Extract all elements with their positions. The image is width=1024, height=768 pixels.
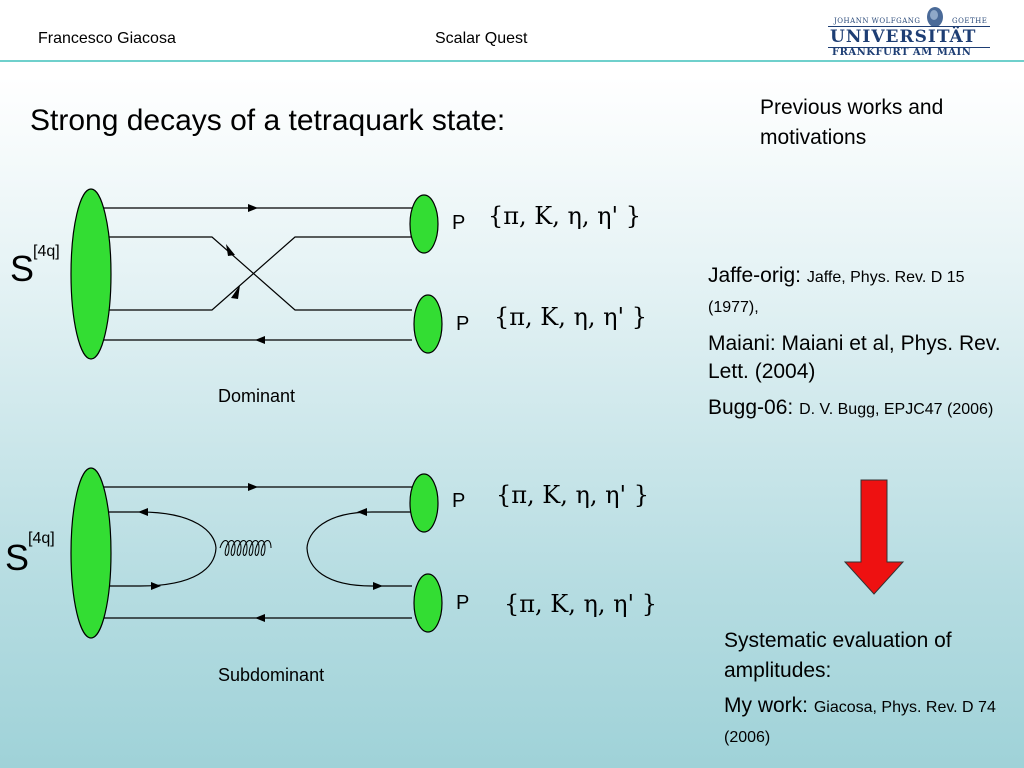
reference-detail: Maiani et al, Phys. Rev. Lett. (2004) [708,332,1001,383]
subdominant-diagram [70,467,443,639]
reference-label: Bugg-06: [708,396,794,419]
quark-line-cross1 [100,236,412,311]
tetraquark-blob [70,467,112,639]
arrow-right-icon [248,483,258,491]
annihilation-arc-left [100,511,217,587]
meson-blob-2 [413,573,443,633]
author-name: Francesco Giacosa [38,30,176,47]
reference-item: Maiani: Maiani et al, Phys. Rev. Lett. (… [708,330,1013,386]
arrow-cross1-icon [226,244,235,256]
tetraquark-blob [70,188,112,360]
logo-rule-bottom [828,47,990,48]
arrow-right-icon [248,204,258,212]
conclusion-heading: Systematic evaluation of amplitudes: [724,629,952,682]
arrow-cross2-icon [231,285,240,299]
reference-item: Bugg-06: D. V. Bugg, EPJC47 (2006) [708,394,1013,424]
logo-line2: UNIVERSITÄT [830,27,977,47]
creation-arc-right [306,511,412,587]
my-work-detail: Giacosa, Phys. Rev. D 74 (2006) [724,699,996,746]
source-symbol: S [10,248,35,289]
final-state-set-2: {π, K, η, η' } [494,303,647,331]
slide-title: Strong decays of a tetraquark state: [30,104,506,137]
logo-line1: JOHANN WOLFGANG [834,17,921,25]
down-arrow-icon [843,479,905,595]
conclusion-block: Systematic evaluation of amplitudes: My … [724,626,1019,752]
arrow-left-icon [357,508,367,516]
logo-line3: FRANKFURT AM MAIN [832,47,972,58]
reference-detail: D. V. Bugg, EPJC47 (2006) [799,401,994,418]
my-work-reference: My work: Giacosa, Phys. Rev. D 74 (2006) [724,692,1019,752]
my-work-label: My work: [724,694,808,717]
logo-rule-top [828,26,990,27]
side-heading-line1: Previous works and [760,96,944,119]
arrow-left-icon [255,614,265,622]
meson-blob-2 [413,294,443,354]
reference-label: Jaffe-orig: [708,264,801,287]
p-label-2: P [456,313,470,335]
arrow-right-icon [373,582,383,590]
arrow-left-icon [255,336,265,344]
diagram-caption: Subdominant [218,665,325,685]
dominant-diagram [70,188,443,360]
meson-blob-1 [409,194,439,254]
reference-label: Maiani: [708,332,776,355]
arrow-left-icon [138,508,148,516]
side-heading-line2: motivations [760,126,867,149]
university-logo: JOHANN WOLFGANG GOETHE UNIVERSITÄT FRANK… [826,6,992,58]
talk-title: Scalar Quest [435,30,528,47]
meson-blob-1 [409,473,439,533]
final-state-set-1: {π, K, η, η' } [496,481,649,509]
p-label-1: P [452,212,466,234]
final-state-set-2: {π, K, η, η' } [504,590,657,618]
goethe-portrait-icon [927,7,943,27]
header-rule [0,60,1024,62]
side-heading: Previous works and motivations [760,93,943,153]
references-list: Jaffe-orig: Jaffe, Phys. Rev. D 15 (1977… [708,262,1013,424]
quark-line-cross2 [100,236,412,311]
source-superscript: [4q] [33,243,60,260]
p-label-2: P [456,592,470,614]
diagram-caption: Dominant [218,386,296,406]
gluon-line [219,540,272,556]
p-label-1: P [452,490,466,512]
reference-item: Jaffe-orig: Jaffe, Phys. Rev. D 15 (1977… [708,262,1013,322]
logo-line1b: GOETHE [952,17,988,25]
source-superscript: [4q] [28,530,55,547]
arrow-right-icon [151,582,161,590]
source-symbol: S [5,537,30,578]
final-state-set-1: {π, K, η, η' } [488,202,641,230]
reference-detail: Jaffe, Phys. Rev. D 15 (1977), [708,269,965,316]
